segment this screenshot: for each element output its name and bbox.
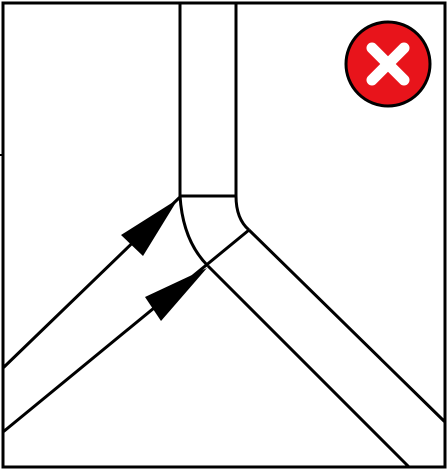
junction-inner-curve <box>178 195 210 268</box>
outlet-pipe-inner-wall <box>206 264 411 469</box>
outlet-pipe-outer-wall <box>247 228 447 424</box>
junction-outer-curve <box>234 195 251 232</box>
flow-arrow-lower <box>145 268 207 321</box>
diagonal-pipe-lower-wall <box>2 228 250 434</box>
close-icon <box>344 20 432 108</box>
flow-arrow-upper <box>121 199 178 256</box>
